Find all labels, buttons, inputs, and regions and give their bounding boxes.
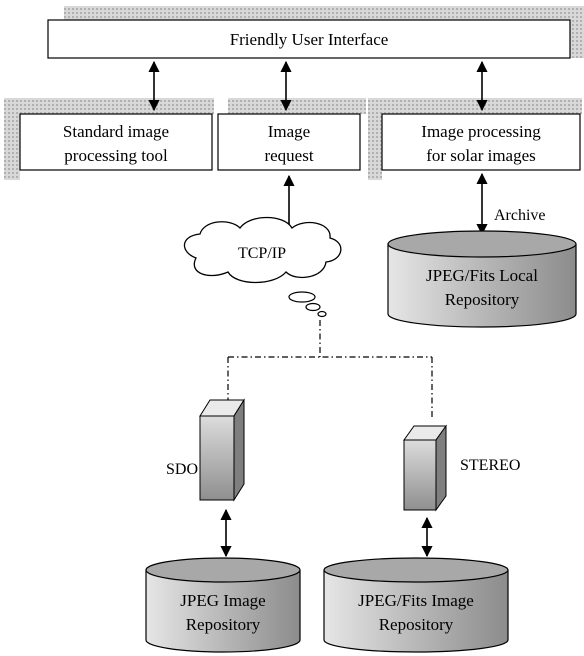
standard-tool-line2: processing tool [64,146,168,165]
stereo-repository-cylinder: JPEG/Fits Image Repository [323,557,509,653]
tcp-ip-label: TCP/IP [238,245,286,262]
tcp-ip-cloud: TCP/IP [183,216,342,318]
local-repository-cylinder: JPEG/Fits Local Repository [387,230,577,328]
local-repository-line1: JPEG/Fits Local [426,266,538,285]
sdo-repository-line1: JPEG Image [180,591,265,610]
stereo-server-icon [403,424,447,512]
stereo-repository-line2: Repository [379,615,454,634]
sdo-server-icon [199,398,245,502]
stereo-label: STEREO [460,457,520,474]
standard-tool-line1: Standard image [63,122,169,141]
friendly-user-interface-label: Friendly User Interface [230,30,389,49]
sdo-label: SDO [166,461,198,478]
image-request-line2: request [264,146,313,165]
network-links [227,320,433,420]
local-repository-line2: Repository [445,290,520,309]
sdo-repository-cylinder: JPEG Image Repository [145,557,301,653]
image-request-box: Image request [217,98,366,171]
stereo-repository-line1: JPEG/Fits Image [358,591,474,610]
solar-processing-line1: Image processing [421,122,541,141]
sdo-repository-line2: Repository [186,615,261,634]
solar-processing-box: Image processing for solar images [368,98,582,180]
friendly-user-interface-box: Friendly User Interface [47,6,584,59]
image-request-line1: Image [268,122,310,141]
archive-label: Archive [494,207,546,224]
solar-processing-line2: for solar images [426,146,536,165]
standard-image-tool-box: Standard image processing tool [4,98,214,180]
